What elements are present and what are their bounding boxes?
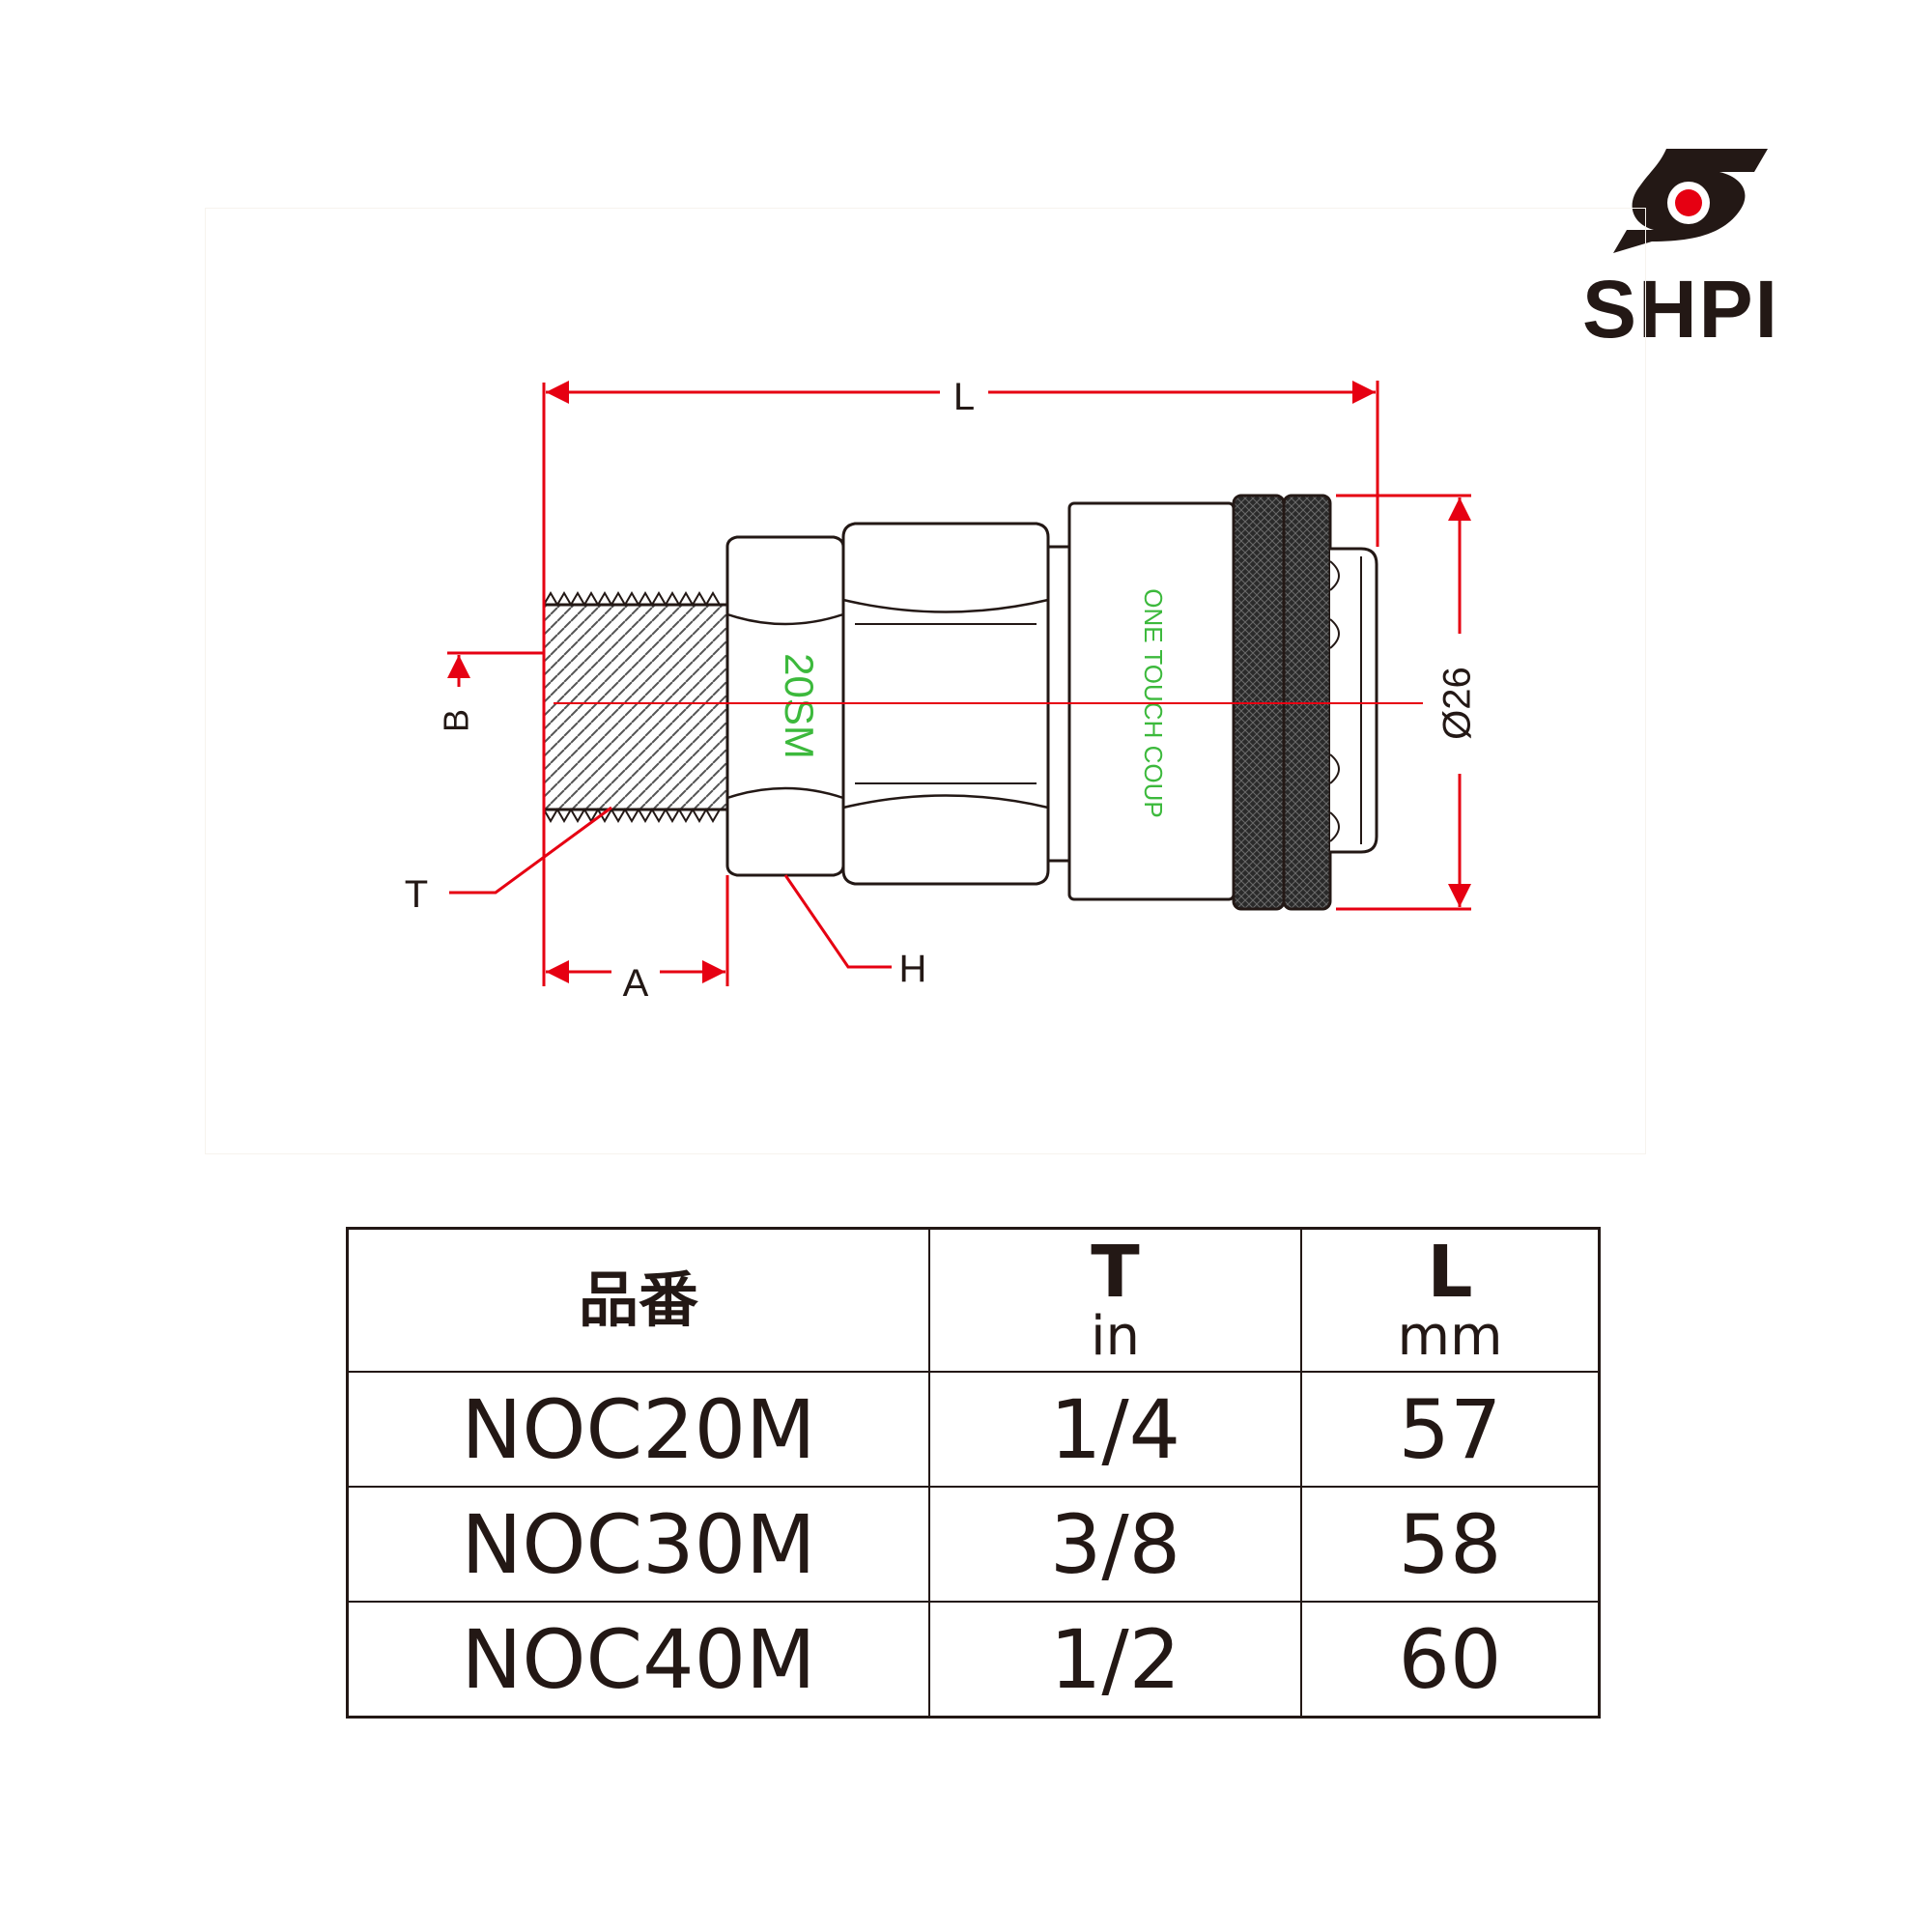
label-l: L xyxy=(953,376,975,418)
cell-t: 1/4 xyxy=(928,1371,1302,1488)
table-row: NOC20M 1/4 57 xyxy=(346,1371,1601,1488)
label-diameter: Ø26 xyxy=(1436,667,1479,740)
header-t: T in xyxy=(928,1227,1302,1373)
brand-name: SHPI xyxy=(1581,264,1780,355)
dimension-l: L xyxy=(542,376,1379,986)
table-header-row: 品番 T in L mm xyxy=(346,1227,1601,1373)
label-b: B xyxy=(437,709,476,732)
dimension-diameter: Ø26 xyxy=(1336,494,1479,911)
cell-l: 58 xyxy=(1300,1486,1601,1603)
hex-marking: 20SM xyxy=(777,653,822,759)
socket-nose xyxy=(1329,547,1378,854)
header-l: L mm xyxy=(1300,1227,1601,1373)
cell-part-number: NOC30M xyxy=(346,1486,930,1603)
label-t: T xyxy=(405,873,428,916)
dimension-b: B xyxy=(437,651,544,732)
shpi-logo-mark-icon xyxy=(1613,149,1768,253)
table-row: NOC40M 1/2 60 xyxy=(346,1601,1601,1719)
cell-l: 60 xyxy=(1300,1601,1601,1719)
cell-part-number: NOC20M xyxy=(346,1371,930,1488)
dimension-t: T xyxy=(405,806,612,916)
label-h: H xyxy=(899,948,927,990)
coupler-drawing: 20SM ONE TOUCH COUP xyxy=(405,376,1479,1005)
spec-table: 品番 T in L mm NOC20M 1/4 57 NOC30M 3/8 58… xyxy=(346,1227,1601,1719)
coupler-sleeve: ONE TOUCH COUP xyxy=(1067,501,1236,901)
cell-l: 57 xyxy=(1300,1371,1601,1488)
hex-nut-fitting: 20SM xyxy=(725,535,845,877)
dimension-a: A xyxy=(546,875,729,1005)
header-part-number: 品番 xyxy=(346,1227,930,1373)
shpi-logo: SHPI xyxy=(1575,145,1787,355)
male-thread xyxy=(542,591,729,823)
table-row: NOC30M 3/8 58 xyxy=(346,1486,1601,1603)
label-a: A xyxy=(623,962,649,1005)
drawing-frame: 20SM ONE TOUCH COUP xyxy=(205,208,1646,1154)
cell-part-number: NOC40M xyxy=(346,1601,930,1719)
cell-t: 3/8 xyxy=(928,1486,1302,1603)
cell-t: 1/2 xyxy=(928,1601,1302,1719)
dimension-h: H xyxy=(783,874,927,990)
